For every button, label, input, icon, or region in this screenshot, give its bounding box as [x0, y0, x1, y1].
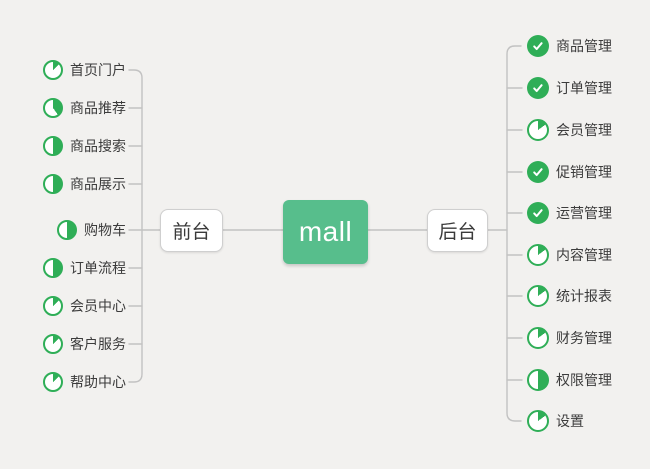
root-node[interactable]: mall	[283, 200, 368, 264]
task-item[interactable]: 设置	[527, 409, 584, 433]
task-label: 首页门户	[70, 62, 126, 78]
progress-pie-icon	[43, 372, 63, 392]
progress-pie-icon	[43, 334, 63, 354]
back-branch-node[interactable]: 后台	[427, 209, 488, 252]
progress-pie-icon	[527, 285, 549, 307]
task-item[interactable]: 会员中心	[43, 294, 126, 318]
task-item[interactable]: 订单流程	[43, 256, 126, 280]
task-label: 商品推荐	[70, 100, 126, 116]
progress-pie-icon	[527, 410, 549, 432]
progress-pie-icon	[43, 258, 63, 278]
task-item[interactable]: 商品搜索	[43, 134, 126, 158]
progress-pie-icon	[43, 174, 63, 194]
task-label: 会员管理	[556, 122, 612, 138]
task-label: 内容管理	[556, 247, 612, 263]
task-label: 运营管理	[556, 205, 612, 221]
task-label: 促销管理	[556, 164, 612, 180]
progress-pie-icon	[527, 327, 549, 349]
task-label: 商品展示	[70, 176, 126, 192]
task-item[interactable]: 会员管理	[527, 118, 612, 142]
task-item[interactable]: 商品推荐	[43, 96, 126, 120]
progress-pie-icon	[527, 119, 549, 141]
progress-pie-icon	[43, 60, 63, 80]
check-circle-icon	[527, 202, 549, 224]
check-circle-icon	[527, 161, 549, 183]
task-label: 购物车	[84, 222, 126, 238]
progress-pie-icon	[527, 369, 549, 391]
task-label: 统计报表	[556, 288, 612, 304]
task-label: 财务管理	[556, 330, 612, 346]
task-item[interactable]: 购物车	[57, 218, 126, 242]
progress-pie-icon	[43, 98, 63, 118]
front-branch-node[interactable]: 前台	[160, 209, 223, 252]
check-circle-icon	[527, 77, 549, 99]
check-circle-icon	[527, 35, 549, 57]
task-label: 订单流程	[70, 260, 126, 276]
progress-pie-icon	[43, 296, 63, 316]
task-item[interactable]: 统计报表	[527, 284, 612, 308]
task-label: 帮助中心	[70, 374, 126, 390]
progress-pie-icon	[527, 244, 549, 266]
task-label: 权限管理	[556, 372, 612, 388]
task-item[interactable]: 首页门户	[43, 58, 126, 82]
task-label: 商品管理	[556, 38, 612, 54]
task-label: 商品搜索	[70, 138, 126, 154]
task-item[interactable]: 内容管理	[527, 243, 612, 267]
task-label: 会员中心	[70, 298, 126, 314]
task-item[interactable]: 运营管理	[527, 201, 612, 225]
task-item[interactable]: 帮助中心	[43, 370, 126, 394]
task-label: 设置	[556, 413, 584, 429]
task-label: 订单管理	[556, 80, 612, 96]
task-label: 客户服务	[70, 336, 126, 352]
task-item[interactable]: 财务管理	[527, 326, 612, 350]
task-item[interactable]: 商品展示	[43, 172, 126, 196]
task-item[interactable]: 订单管理	[527, 76, 612, 100]
task-item[interactable]: 促销管理	[527, 160, 612, 184]
task-item[interactable]: 商品管理	[527, 34, 612, 58]
progress-pie-icon	[57, 220, 77, 240]
task-item[interactable]: 客户服务	[43, 332, 126, 356]
progress-pie-icon	[43, 136, 63, 156]
task-item[interactable]: 权限管理	[527, 368, 612, 392]
